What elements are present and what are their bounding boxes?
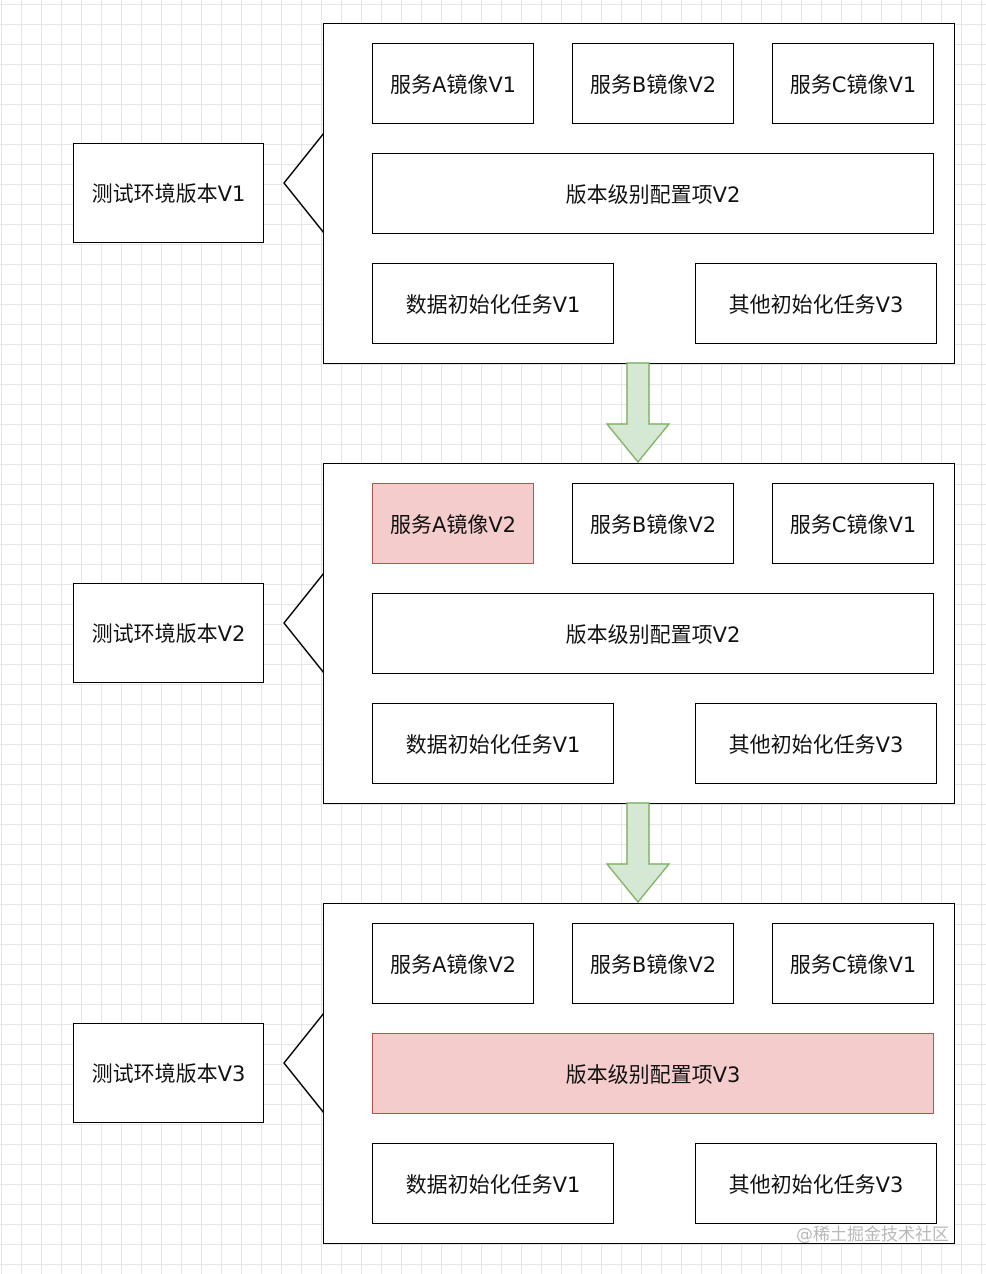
other-init-task: 其他初始化任务V3 [695,1143,937,1224]
callout-pointer [283,572,325,674]
version-config-item: 版本级别配置项V2 [372,593,934,674]
service-b-image: 服务B镜像V2 [572,43,734,124]
down-arrow [605,362,671,464]
env-version-label: 测试环境版本V2 [73,583,264,683]
service-b-image: 服务B镜像V2 [572,483,734,564]
service-a-image: 服务A镜像V2 [372,923,534,1004]
service-a-image: 服务A镜像V1 [372,43,534,124]
service-c-image: 服务C镜像V1 [772,923,934,1004]
service-c-image: 服务C镜像V1 [772,43,934,124]
other-init-task: 其他初始化任务V3 [695,263,937,344]
version-config-item: 版本级别配置项V2 [372,153,934,234]
data-init-task: 数据初始化任务V1 [372,263,614,344]
data-init-task: 数据初始化任务V1 [372,703,614,784]
down-arrow [605,802,671,904]
data-init-task: 数据初始化任务V1 [372,1143,614,1224]
watermark: @稀土掘金技术社区 [796,1225,949,1245]
callout-pointer [283,132,325,234]
env-version-label: 测试环境版本V1 [73,143,264,243]
service-a-image: 服务A镜像V2 [372,483,534,564]
callout-pointer [283,1012,325,1114]
version-config-item: 版本级别配置项V3 [372,1033,934,1114]
service-c-image: 服务C镜像V1 [772,483,934,564]
other-init-task: 其他初始化任务V3 [695,703,937,784]
env-version-label: 测试环境版本V3 [73,1023,264,1123]
service-b-image: 服务B镜像V2 [572,923,734,1004]
